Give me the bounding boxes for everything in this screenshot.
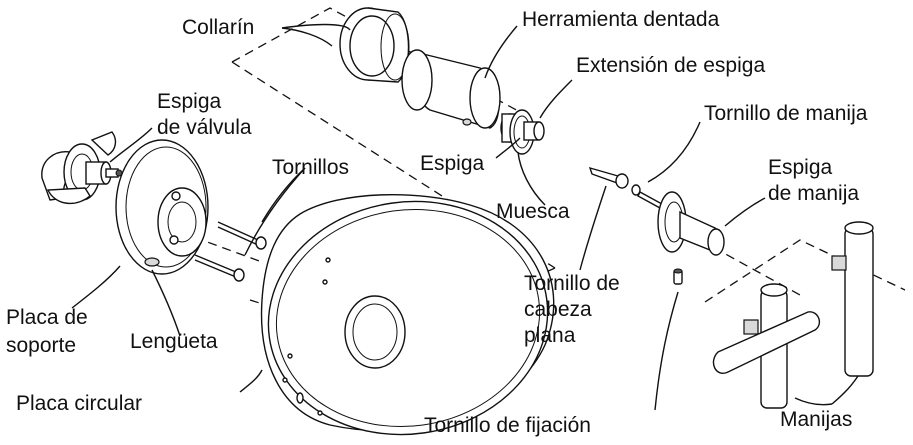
label-screws: Tornillos <box>272 156 350 179</box>
label-support-plate-line2: soporte <box>6 334 77 357</box>
set-screw-part <box>673 268 683 285</box>
label-valve-stem-line1: Espiga <box>157 90 222 113</box>
label-spindle-extension: Extensión de espiga <box>576 54 766 77</box>
handle-stem-part <box>657 191 725 256</box>
label-toothed-tool: Herramienta dentada <box>522 8 720 31</box>
label-circular-plate: Placa circular <box>16 392 143 415</box>
label-handles: Manijas <box>780 408 853 431</box>
leader-lines <box>71 23 859 411</box>
support-plate-part <box>115 139 209 275</box>
handles-part <box>712 221 874 409</box>
label-support-plate-line1: Placa de <box>6 306 88 329</box>
circular-plate-part <box>260 193 555 436</box>
label-flat-head-screw-line1: Tornillo de <box>524 272 620 295</box>
label-handle-stem-line2: de manija <box>768 182 860 205</box>
collar-part <box>339 7 410 83</box>
label-flat-head-screw-line3: plana <box>524 324 576 347</box>
label-spindle: Espiga <box>420 152 485 175</box>
spindle-part <box>500 109 545 155</box>
label-handle-screw: Tornillo de manija <box>704 102 868 125</box>
label-set-screw: Tornillo de fijación <box>424 414 591 437</box>
label-tab: Lengüeta <box>130 330 218 353</box>
label-flat-head-screw-line2: cabeza <box>524 298 592 321</box>
label-handle-stem-line1: Espiga <box>768 156 833 179</box>
label-notch: Muesca <box>496 200 570 223</box>
toothed-tool-part <box>401 49 501 129</box>
label-collar: Collarín <box>182 16 255 39</box>
handle-screw-part <box>631 184 663 209</box>
valve-stem-part <box>41 131 123 205</box>
flat-head-screw-part <box>588 166 629 189</box>
label-valve-stem-line2: de válvula <box>157 116 252 139</box>
